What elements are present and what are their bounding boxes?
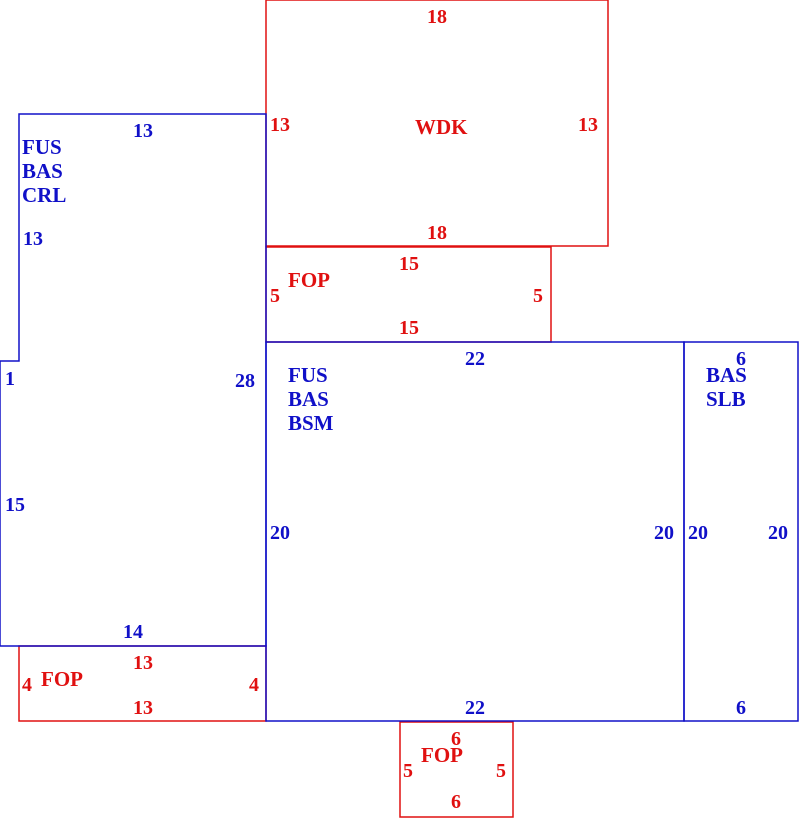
dim-slb-bottom: 6 (736, 697, 746, 719)
area-wdk-label: WDK (415, 115, 468, 139)
area-fop-upper: FOP 15 5 5 15 (265, 246, 552, 343)
area-bsm-label-line-1: FUS (288, 363, 328, 387)
dim-slb-right: 20 (768, 522, 788, 544)
area-bsm-label-line-3: BSM (288, 411, 334, 435)
dim-fop-upper-right: 5 (533, 285, 543, 307)
area-slb-outline (683, 341, 799, 722)
area-crl: FUS BAS CRL 13 13 1 28 15 14 (0, 113, 267, 647)
dim-wdk-left: 13 (270, 114, 290, 136)
dim-fop-upper-bottom: 15 (399, 317, 419, 339)
area-fop-upper-label: FOP (288, 268, 330, 292)
area-bsm: FUS BAS BSM 22 20 20 22 (265, 341, 685, 722)
dim-bsm-top: 22 (465, 348, 485, 370)
dim-fop-bottom-top: 6 (451, 728, 461, 750)
area-fop-bottom: FOP 6 5 5 6 (399, 721, 514, 818)
area-fop-bottom-label: FOP (421, 743, 463, 767)
dim-slb-top: 6 (736, 348, 746, 370)
dim-fop-left-right: 4 (249, 674, 259, 696)
dim-wdk-right: 13 (578, 114, 598, 136)
area-slb-label-line-1: BAS (706, 363, 747, 387)
area-crl-label-line-3: CRL (22, 183, 66, 207)
dim-fop-left-left: 4 (22, 674, 32, 696)
dim-crl-left-step: 1 (5, 368, 15, 390)
area-crl-label-line-2: BAS (22, 159, 63, 183)
dim-bsm-bottom: 22 (465, 697, 485, 719)
area-fop-bottom-outline (399, 721, 514, 818)
area-fop-left: FOP 13 4 4 13 (18, 645, 267, 722)
dim-fop-left-top: 13 (133, 652, 153, 674)
area-wdk: WDK 18 13 13 18 (265, 0, 609, 247)
dim-fop-upper-left: 5 (270, 285, 280, 307)
dim-crl-left-lower: 15 (5, 494, 25, 516)
dim-fop-bottom-left: 5 (403, 760, 413, 782)
dim-crl-bottom: 14 (123, 621, 143, 643)
dim-bsm-right: 20 (654, 522, 674, 544)
dim-bsm-left: 20 (270, 522, 290, 544)
area-bsm-label-line-2: BAS (288, 387, 329, 411)
dim-wdk-bottom: 18 (427, 222, 447, 244)
dim-slb-left: 20 (688, 522, 708, 544)
dim-wdk-top: 18 (427, 6, 447, 28)
dim-crl-left-upper: 13 (23, 228, 43, 250)
area-fop-left-label: FOP (41, 667, 83, 691)
dim-fop-bottom-bottom: 6 (451, 791, 461, 813)
area-slb: BAS SLB 6 20 20 6 (683, 341, 799, 722)
area-crl-outline (0, 113, 267, 647)
dim-fop-left-bottom: 13 (133, 697, 153, 719)
dim-fop-upper-top: 15 (399, 253, 419, 275)
dim-crl-top: 13 (133, 120, 153, 142)
area-slb-label-line-2: SLB (706, 387, 746, 411)
area-crl-label-line-1: FUS (22, 135, 62, 159)
dim-crl-right: 28 (235, 370, 255, 392)
dim-fop-bottom-right: 5 (496, 760, 506, 782)
